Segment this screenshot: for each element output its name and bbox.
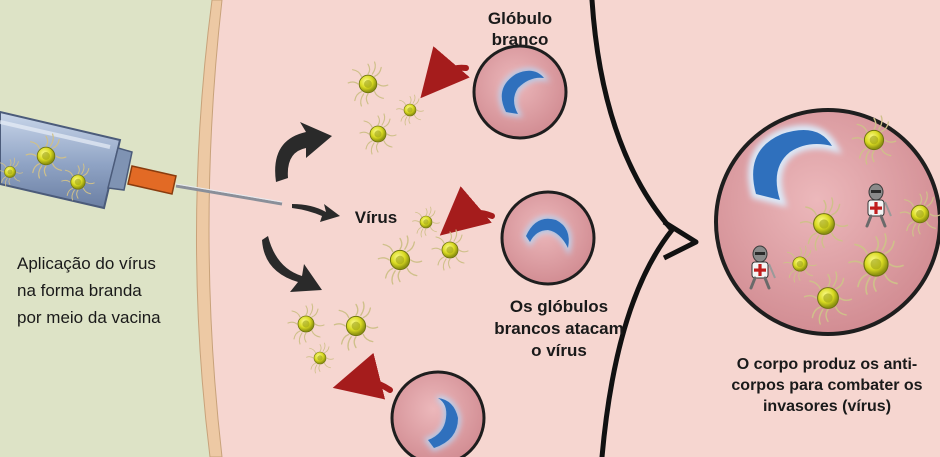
arrow-icon (439, 186, 495, 236)
white-blood-cell-icon (500, 190, 596, 286)
arrow-icon (262, 236, 322, 292)
arrow-icon (292, 204, 340, 222)
vaccine-application-label: Aplicação do vírus na forma branda por m… (17, 254, 161, 327)
arrow-icon (275, 122, 332, 182)
syringe-icon (0, 110, 283, 210)
white-blood-cell-icon (472, 44, 568, 140)
stage-separator (589, 0, 676, 457)
white-blood-cell-icon (390, 370, 486, 457)
skin-edge (196, 0, 223, 457)
antibodies-label: O corpo produz os anti- corpos para comb… (731, 356, 923, 415)
flow-arrows (262, 122, 340, 292)
attack-arrows (332, 46, 495, 400)
virus-label: Vírus (354, 208, 398, 227)
cells-attack-label: Os glóbulos brancos atacam o vírus (494, 297, 624, 360)
magnified-view (714, 108, 940, 336)
white-cell-label: Glóbulo branco (487, 9, 553, 49)
arrow-icon (332, 352, 393, 400)
arrow-icon (420, 46, 470, 99)
